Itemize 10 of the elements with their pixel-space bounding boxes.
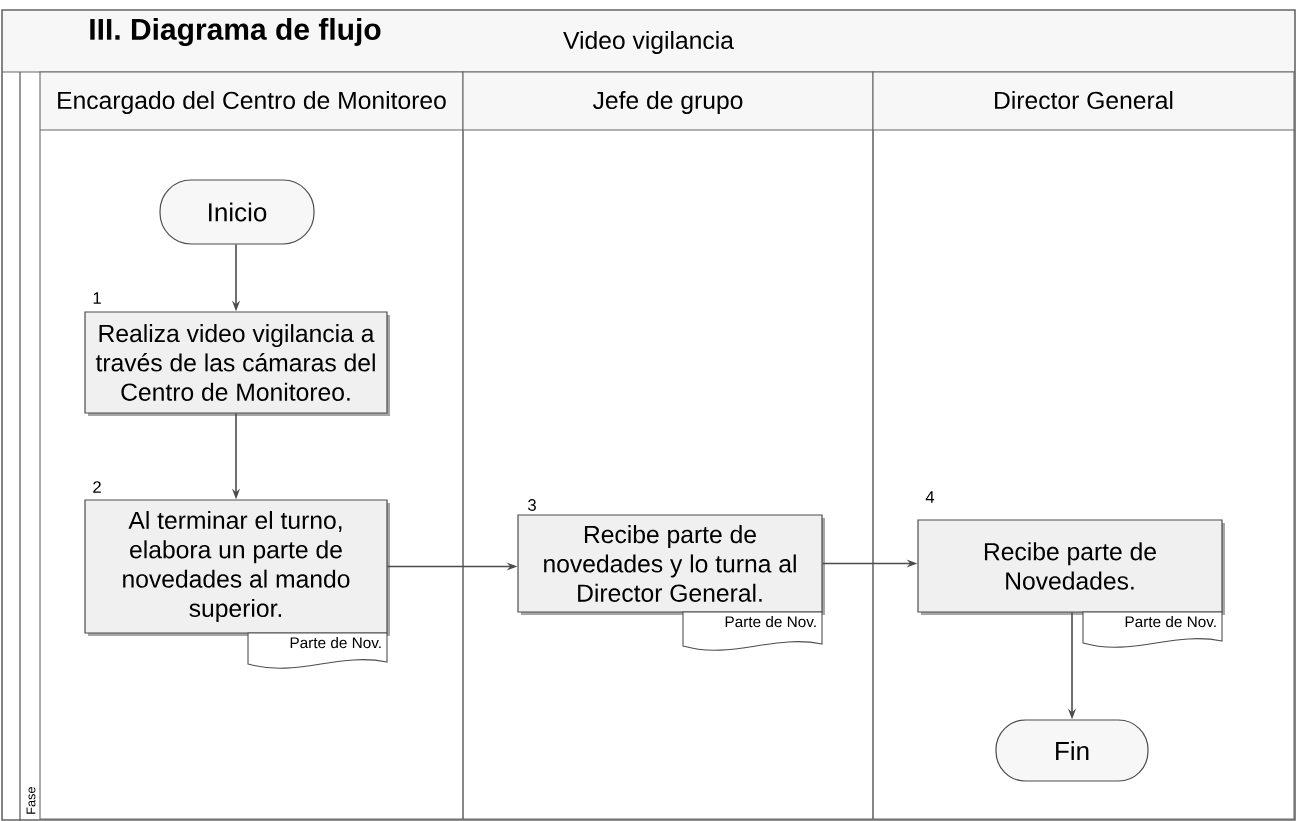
step-number: 4 [925, 491, 935, 503]
phase-label: Fase [26, 787, 36, 814]
title: III. Diagrama de flujo [90, 17, 381, 47]
process-box: Recibe parte de novedades y lo turna al Director General. [517, 514, 825, 615]
process-box: Al terminar el turno, elabora un parte de novedades al mando superior. [84, 499, 390, 636]
step-number: 3 [528, 499, 536, 511]
process-box: Recibe parte de Novedades. [917, 519, 1225, 615]
step-number: 2 [93, 481, 101, 493]
step-number: 1 [93, 292, 101, 304]
process-box: Realiza video vigilancia a través de las cámaras del Centro de Monitoreo. [84, 311, 390, 416]
